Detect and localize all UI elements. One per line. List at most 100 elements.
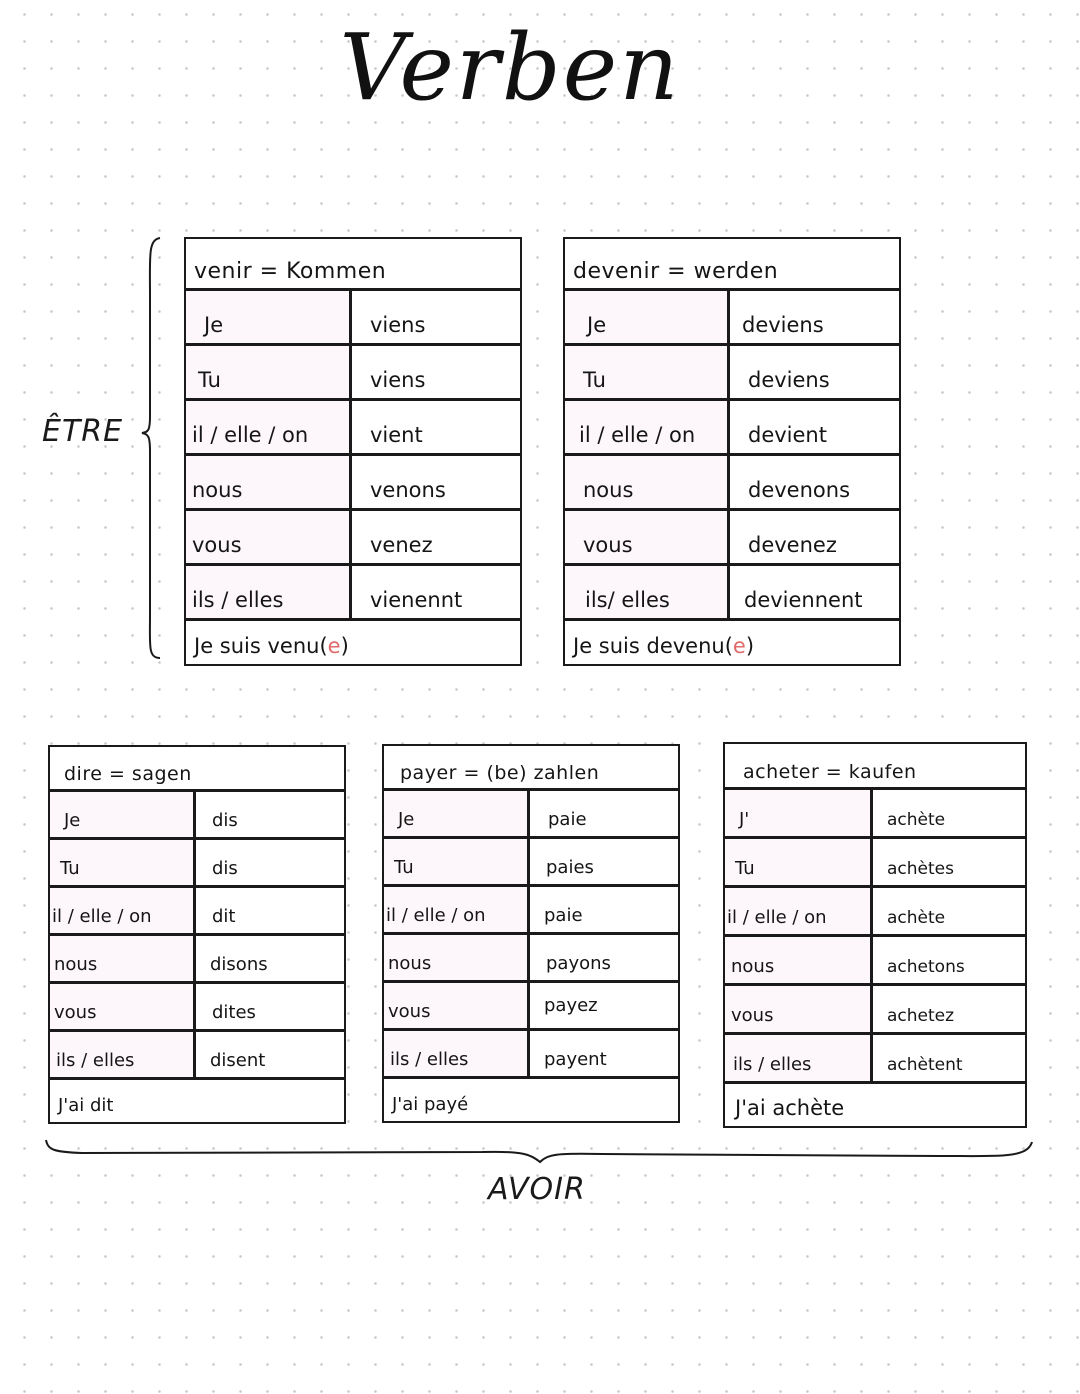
conjugation-table-venir: venir = Kommen Je viens Tu viens il / el… <box>184 237 522 666</box>
table-row: J' achète <box>725 790 1025 839</box>
table-row: vous payez <box>384 983 678 1031</box>
pronoun-cell: il / elle / on <box>50 888 196 933</box>
verb-form-cell: devient <box>748 423 827 447</box>
table-row: ils/ elles deviennent <box>565 566 899 621</box>
verb-form-cell: payons <box>546 953 611 974</box>
conjugation-table-payer: payer = (be) zahlen Je paie Tu paies il … <box>382 744 680 1123</box>
table-row: nous disons <box>50 936 344 984</box>
feminine-ending-accent: e <box>327 634 341 658</box>
verb-form-cell: venez <box>370 533 433 557</box>
verb-form-cell: vient <box>370 423 423 447</box>
table-row: il / elle / on devient <box>565 401 899 456</box>
table-row: ils / elles achètent <box>725 1035 1025 1084</box>
table-header: acheter = kaufen <box>725 744 1025 790</box>
past-participle-footer: Je suis devenu (e) <box>565 620 899 664</box>
verb-form-cell: dit <box>212 906 236 927</box>
etre-brace-icon <box>141 237 161 659</box>
table-row: il / elle / on dit <box>50 888 344 936</box>
verb-form-cell: dis <box>212 810 238 831</box>
avoir-group-label: AVOIR <box>488 1172 586 1207</box>
footer-open-paren: ( <box>724 634 733 658</box>
verb-form-cell: achètes <box>887 859 954 879</box>
pronoun-cell: nous <box>186 456 352 508</box>
pronoun-cell: Je <box>186 291 352 343</box>
verb-form-cell: achetons <box>887 957 965 977</box>
past-participle-footer: J'ai dit <box>58 1095 114 1116</box>
pronoun-cell: Tu <box>565 346 730 398</box>
table-row: il / elle / on paie <box>384 887 678 935</box>
pronoun-cell: nous <box>565 456 730 508</box>
table-row: il / elle / on achète <box>725 888 1025 937</box>
verb-form-cell: devenons <box>748 478 851 502</box>
table-row: Tu dis <box>50 840 344 888</box>
table-row: Je dis <box>50 792 344 840</box>
pronoun-cell: il / elle / on <box>384 887 530 932</box>
avoir-brace-icon <box>45 1139 1033 1164</box>
verb-form-cell: venons <box>370 478 446 502</box>
verb-form-cell: deviens <box>748 368 830 392</box>
verb-form-cell: devenez <box>748 533 837 557</box>
footer-close-paren: ) <box>745 634 755 658</box>
pronoun-cell: ils/ elles <box>565 566 730 618</box>
table-row: Je deviens <box>565 291 899 346</box>
table-header: payer = (be) zahlen <box>384 746 678 791</box>
verb-form-cell: vienennt <box>370 588 463 612</box>
pronoun-cell: vous <box>384 983 530 1028</box>
pronoun-cell: il / elle / on <box>725 888 873 934</box>
verb-form-cell: viens <box>370 313 426 337</box>
past-participle-footer: J'ai payé <box>392 1094 469 1115</box>
pronoun-cell: Je <box>50 792 196 837</box>
table-row: Tu viens <box>186 346 520 401</box>
past-participle-footer: J'ai achète <box>735 1096 845 1120</box>
pronoun-cell: il / elle / on <box>186 401 352 453</box>
footer-text: Je suis devenu <box>573 634 725 658</box>
pronoun-cell: Je <box>565 291 730 343</box>
table-row: vous venez <box>186 511 520 566</box>
table-row: nous achetons <box>725 937 1025 986</box>
verb-form-cell: achète <box>887 908 946 928</box>
table-header: venir = Kommen <box>186 239 520 291</box>
verb-form-cell: disent <box>210 1050 266 1071</box>
etre-group-label: ÊTRE <box>42 414 124 449</box>
table-row: Tu deviens <box>565 346 899 401</box>
pronoun-cell: ils / elles <box>384 1031 530 1076</box>
table-row: vous dites <box>50 984 344 1032</box>
table-row: nous venons <box>186 456 520 511</box>
footer-open-paren: ( <box>319 634 328 658</box>
table-row: Je paie <box>384 791 678 839</box>
pronoun-cell: nous <box>50 936 196 981</box>
footer-text: Je suis venu <box>194 634 320 658</box>
pronoun-cell: Tu <box>186 346 352 398</box>
verb-form-cell: dis <box>212 858 238 879</box>
pronoun-cell: Tu <box>384 839 530 884</box>
verb-form-cell: payent <box>544 1049 607 1070</box>
table-row: nous devenons <box>565 456 899 511</box>
conjugation-table-devenir: devenir = werden Je deviens Tu deviens i… <box>563 237 901 666</box>
conjugation-table-dire: dire = sagen Je dis Tu dis il / elle / o… <box>48 745 346 1124</box>
table-row: il / elle / on vient <box>186 401 520 456</box>
verb-form-cell: paie <box>544 905 583 926</box>
verb-form-cell: paie <box>548 809 587 830</box>
footer-close-paren: ) <box>340 634 349 658</box>
table-header: devenir = werden <box>565 239 899 291</box>
page-title: Verben <box>339 14 681 121</box>
pronoun-cell: vous <box>565 511 730 563</box>
pronoun-cell: il / elle / on <box>565 401 730 453</box>
verb-form-cell: achètent <box>887 1055 963 1075</box>
pronoun-cell: vous <box>186 511 352 563</box>
table-header: dire = sagen <box>50 747 344 792</box>
pronoun-cell: ils / elles <box>186 566 352 618</box>
verb-form-cell: payez <box>544 995 598 1016</box>
pronoun-cell: vous <box>725 986 873 1032</box>
pronoun-cell: J' <box>725 790 873 836</box>
table-row: ils / elles disent <box>50 1032 344 1080</box>
table-row: vous achetez <box>725 986 1025 1035</box>
pronoun-cell: nous <box>384 935 530 980</box>
feminine-ending-accent: e <box>732 634 746 658</box>
pronoun-cell: ils / elles <box>50 1032 196 1077</box>
verb-form-cell: deviens <box>742 313 824 337</box>
pronoun-cell: ils / elles <box>725 1035 873 1081</box>
past-participle-footer: Je suis venu(e) <box>186 620 520 664</box>
conjugation-table-acheter: acheter = kaufen J' achète Tu achètes il… <box>723 742 1027 1128</box>
table-row: Je viens <box>186 291 520 346</box>
